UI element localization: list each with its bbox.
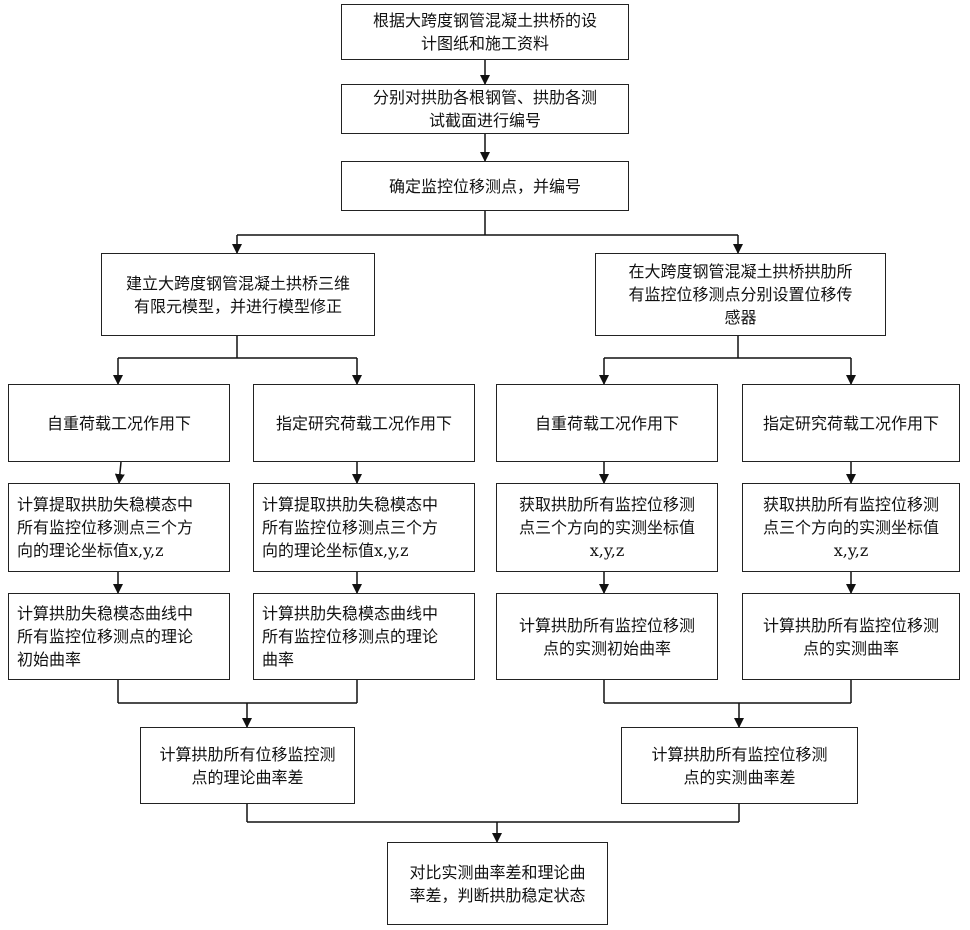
left-theoretical-coord-self: 计算提取拱肋失稳模态中 所有监控位移测点三个方 向的理论坐标值x,y,z bbox=[8, 483, 230, 572]
right-measured-curvature: 计算拱肋所有监控位移测 点的实测曲率 bbox=[742, 593, 960, 680]
step-sensors: 在大跨度钢管混凝土拱桥拱肋所 有监控位移测点分别设置位移传 感器 bbox=[595, 253, 886, 336]
step-fe-model: 建立大跨度钢管混凝土拱桥三维 有限元模型，并进行模型修正 bbox=[101, 253, 375, 336]
theoretical-curvature-difference: 计算拱肋所有位移监控测 点的理论曲率差 bbox=[140, 727, 355, 804]
step-design-data: 根据大跨度钢管混凝土拱桥的设 计图纸和施工资料 bbox=[341, 4, 629, 60]
measured-curvature-difference: 计算拱肋所有监控位移测 点的实测曲率差 bbox=[621, 727, 858, 804]
right-measured-coord-self: 获取拱肋所有监控位移测 点三个方向的实测坐标值 x,y,z bbox=[496, 483, 718, 572]
left-theoretical-curvature: 计算拱肋失稳模态曲线中 所有监控位移测点的理论 曲率 bbox=[253, 593, 475, 680]
right-specified-load-condition: 指定研究荷载工况作用下 bbox=[742, 384, 960, 462]
right-measured-coord-spec: 获取拱肋所有监控位移测 点三个方向的实测坐标值 x,y,z bbox=[742, 483, 960, 572]
step-numbering: 分别对拱肋各根钢管、拱肋各测 试截面进行编号 bbox=[341, 84, 629, 134]
step-monitor-points: 确定监控位移测点，并编号 bbox=[341, 161, 629, 211]
right-measured-initial-curvature: 计算拱肋所有监控位移测 点的实测初始曲率 bbox=[496, 593, 718, 680]
left-specified-load-condition: 指定研究荷载工况作用下 bbox=[253, 384, 475, 462]
step-compare-stability: 对比实测曲率差和理论曲 率差，判断拱肋稳定状态 bbox=[387, 842, 608, 925]
left-theoretical-initial-curvature: 计算拱肋失稳模态曲线中 所有监控位移测点的理论 初始曲率 bbox=[8, 593, 230, 680]
left-theoretical-coord-spec: 计算提取拱肋失稳模态中 所有监控位移测点三个方 向的理论坐标值x,y,z bbox=[253, 483, 475, 572]
left-self-weight-condition: 自重荷载工况作用下 bbox=[8, 384, 230, 462]
right-self-weight-condition: 自重荷载工况作用下 bbox=[496, 384, 718, 462]
